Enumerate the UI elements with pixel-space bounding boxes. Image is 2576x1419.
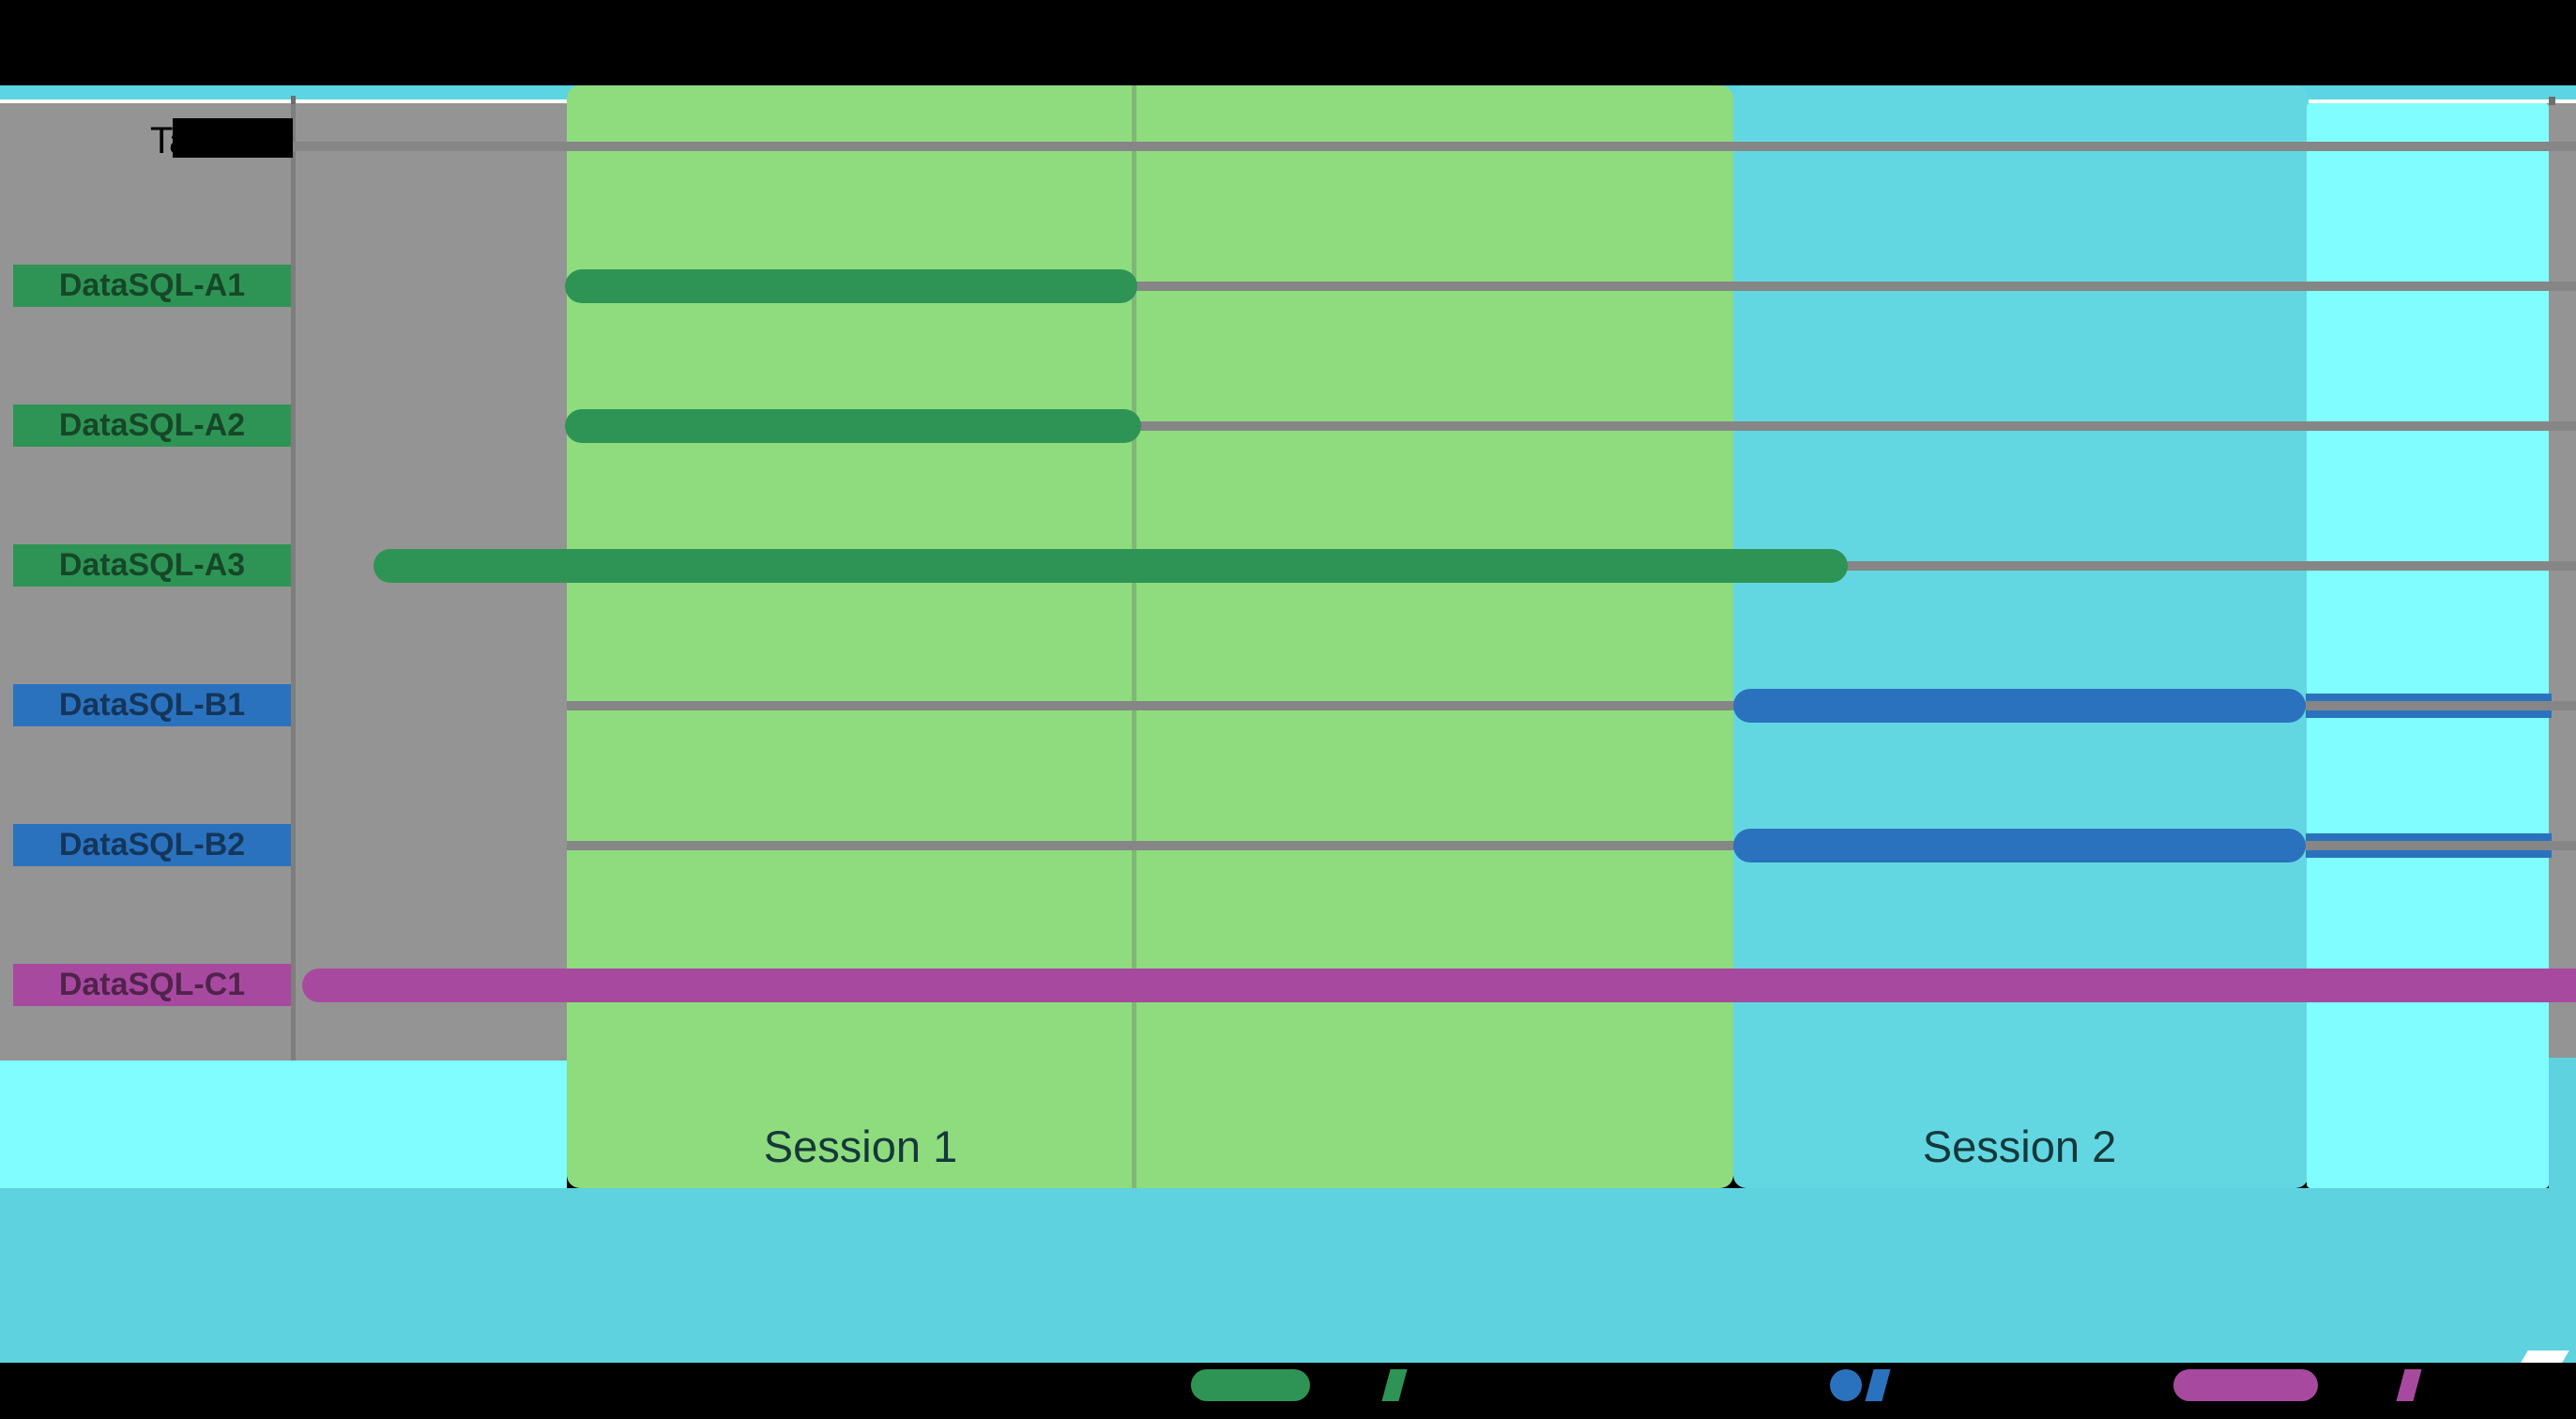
vertical-faint-gridline [1132, 85, 1136, 1188]
row-gridline [567, 841, 2576, 850]
task-row-label: DataSQL-B1 [13, 684, 291, 726]
session-band-1 [567, 85, 1733, 1188]
session-band-2 [1733, 85, 2309, 1188]
row-gridline [567, 701, 2576, 710]
task-bar [1733, 829, 2306, 862]
legend-swatch-pill [1191, 1369, 1310, 1401]
redaction-box [173, 118, 293, 158]
task-bar [373, 549, 1848, 583]
task-bar [565, 409, 1141, 443]
column-divider-line [291, 103, 296, 1060]
row-gridline [567, 282, 2576, 291]
header-gridline [291, 142, 2576, 151]
row-gridline [567, 421, 2576, 431]
top-black-bar [0, 0, 2576, 85]
task-row-label: DataSQL-A1 [13, 265, 291, 307]
task-bar [302, 969, 2576, 1002]
task-bar [1733, 689, 2306, 723]
session-2-label: Session 2 [1922, 1121, 2117, 1171]
legend-swatch-pill [1830, 1369, 1862, 1401]
right-strip-top-notch [2549, 97, 2555, 105]
task-row-label: DataSQL-A2 [13, 404, 291, 447]
post-session-bright-column [2307, 103, 2549, 1188]
task-row-label: DataSQL-B2 [13, 824, 291, 866]
right-edge-cyan-region [2549, 1058, 2576, 1188]
task-bar [565, 269, 1137, 303]
session-1-label: Session 1 [763, 1121, 958, 1171]
white-slash-artifact [2521, 1350, 2569, 1363]
legend-swatch-pill [2173, 1369, 2318, 1401]
bottom-cyan-band [0, 1188, 2576, 1363]
task-row-label: DataSQL-C1 [13, 964, 291, 1006]
divider-top-notch [291, 96, 296, 104]
task-row-label: DataSQL-A3 [13, 544, 291, 587]
bottom-left-bright-region [0, 1060, 567, 1188]
